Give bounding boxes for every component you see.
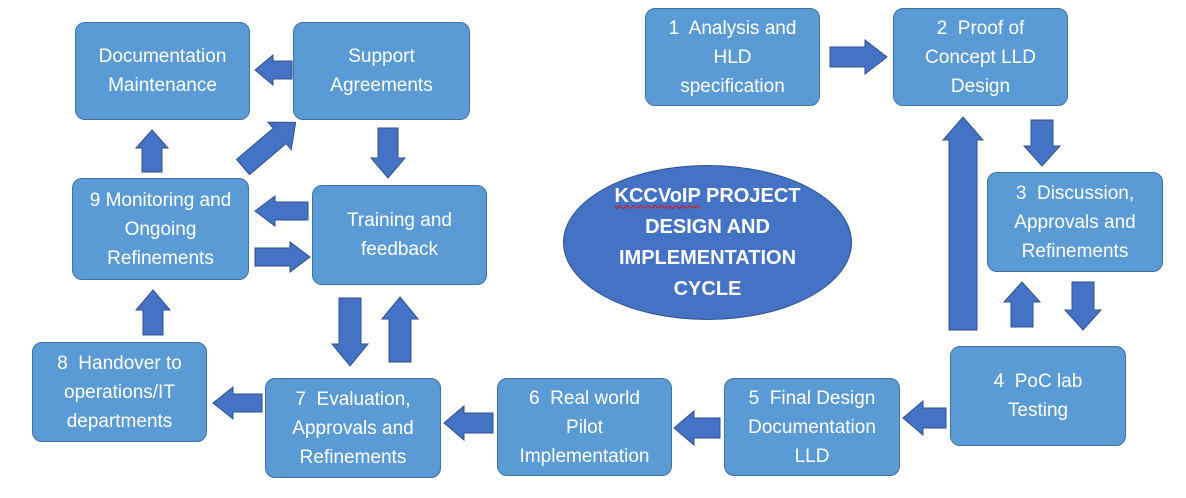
- box-label-line: Pilot: [566, 416, 603, 438]
- box-proof-of-concept: 2 Proof of Concept LLD Design: [893, 8, 1068, 106]
- arrow-support-to-documentation: [254, 53, 293, 87]
- center-title-line: CYCLE: [673, 277, 742, 300]
- box-label-line: departments: [66, 410, 173, 432]
- box-handover: 8 Handover to operations/IT departments: [32, 342, 207, 442]
- box-label-line: specification: [680, 75, 785, 97]
- box-label-line: 4 PoC lab: [993, 371, 1083, 392]
- box-label-line: 5 Final Design: [748, 387, 876, 409]
- box-label-line: operations/IT: [64, 381, 175, 403]
- box-label-line: 6 Real world: [529, 387, 640, 409]
- box-label-line: 9 Monitoring and: [89, 189, 232, 211]
- box-label-line: Approvals and: [292, 417, 414, 439]
- box-label-line: 7 Evaluation,: [295, 388, 411, 410]
- arrow-support-to-training: [369, 127, 407, 179]
- box-pilot: 6 Real world Pilot Implementation: [497, 378, 672, 476]
- box-label-line: Support: [348, 46, 415, 67]
- box-analysis: 1 Analysis and HLD specification: [645, 8, 820, 106]
- box-label-line: 8 Handover to: [57, 352, 182, 374]
- box-label-line: 3 Discussion,: [1015, 182, 1135, 204]
- arrow-poc-testing-to-discussion: [1002, 281, 1042, 328]
- arrow-handover-to-monitoring: [134, 289, 172, 336]
- box-evaluation: 7 Evaluation, Approvals and Refinements: [265, 378, 441, 478]
- center-title-line: IMPLEMENTATION: [618, 246, 797, 269]
- box-label-line: Testing: [1007, 400, 1069, 421]
- box-final-design: 5 Final Design Documentation LLD: [724, 378, 900, 476]
- arrow-poc-testing-to-proof-of-concept: [941, 116, 985, 331]
- box-label-line: Maintenance: [108, 75, 217, 96]
- center-title-rest: PROJECT: [700, 184, 801, 207]
- arrow-pilot-to-evaluation: [443, 404, 494, 442]
- arrow-proof-of-concept-to-discussion: [1022, 119, 1062, 167]
- center-title-line: DESIGN AND: [645, 215, 770, 238]
- box-discussion: 3 Discussion, Approvals and Refinements: [987, 172, 1163, 272]
- box-label-line: Training and: [347, 210, 452, 231]
- arrow-monitoring-to-training: [254, 241, 311, 273]
- box-label-line: Design: [950, 75, 1011, 97]
- box-label-line: Refinements: [107, 247, 214, 269]
- arrow-evaluation-to-handover: [212, 385, 263, 421]
- arrow-poc-testing-to-final-design: [902, 399, 947, 437]
- box-label-line: 2 Proof of: [936, 17, 1025, 39]
- arrow-analysis-to-proof-of-concept: [829, 38, 888, 76]
- center-title-word: KCCVoIP: [614, 184, 701, 207]
- center-title-line: KCCVoIP PROJECT: [615, 181, 801, 212]
- box-monitoring: 9 Monitoring and Ongoing Refinements: [72, 178, 249, 280]
- arrow-monitoring-to-documentation: [134, 129, 170, 173]
- arrow-monitoring-to-support: [235, 121, 297, 176]
- arrow-training-to-evaluation: [330, 297, 370, 367]
- box-label-line: Approvals and: [1014, 211, 1136, 233]
- box-label-line: Ongoing: [124, 218, 197, 240]
- box-support-agreements: Support Agreements: [293, 22, 470, 120]
- box-label-line: feedback: [360, 239, 439, 260]
- arrow-evaluation-to-training: [380, 296, 420, 363]
- box-label-line: 1 Analysis and: [668, 17, 797, 39]
- box-label-line: Refinements: [299, 446, 407, 468]
- arrow-final-design-to-pilot: [673, 409, 721, 447]
- box-label-line: Refinements: [1021, 240, 1129, 262]
- arrow-training-to-monitoring: [254, 195, 309, 227]
- box-label-line: HLD: [713, 46, 752, 68]
- box-label-line: Implementation: [519, 445, 650, 467]
- box-label-line: Agreements: [330, 75, 433, 96]
- box-training-feedback: Training and feedback: [312, 185, 487, 285]
- box-label-line: Concept LLD: [925, 46, 1036, 68]
- arrow-discussion-to-poc-testing: [1063, 281, 1103, 331]
- box-label-line: Documentation: [748, 416, 876, 438]
- center-title-ellipse: KCCVoIP PROJECT DESIGN AND IMPLEMENTATIO…: [563, 165, 852, 320]
- box-poc-testing: 4 PoC lab Testing: [950, 346, 1126, 446]
- box-label-line: LLD: [794, 445, 830, 467]
- box-label-line: Documentation: [98, 46, 227, 67]
- box-documentation-maintenance: Documentation Maintenance: [75, 22, 250, 120]
